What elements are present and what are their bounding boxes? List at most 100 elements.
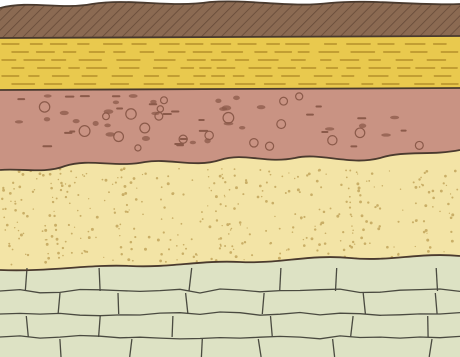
- sand-grain: [225, 205, 227, 207]
- sand-grain: [285, 192, 287, 194]
- sand-grain: [69, 202, 71, 204]
- sand-grain: [345, 201, 347, 203]
- sand-grain: [130, 248, 132, 250]
- sand-grain: [62, 255, 64, 257]
- sand-grain: [422, 184, 424, 186]
- sand-grain: [222, 174, 223, 175]
- sand-grain: [294, 178, 295, 179]
- sand-grain: [350, 246, 353, 249]
- loam-grain: [44, 117, 50, 121]
- sand-grain: [359, 194, 361, 196]
- sand-grain: [4, 208, 6, 210]
- sand-grain: [210, 190, 212, 192]
- sand-grain: [9, 192, 12, 195]
- sand-grain: [160, 198, 162, 200]
- sand-grain: [343, 249, 346, 252]
- sand-grain: [1, 198, 3, 200]
- sand-grain: [415, 246, 416, 247]
- sand-grain: [123, 167, 126, 170]
- sand-grain: [17, 222, 18, 223]
- sand-grain: [367, 201, 369, 203]
- sand-grain: [306, 174, 308, 176]
- sand-grain: [71, 252, 73, 254]
- sand-grain: [119, 223, 121, 225]
- bedrock-joint: [118, 293, 119, 314]
- loam-grain: [129, 94, 138, 98]
- sand-grain: [136, 188, 137, 189]
- sand-grain: [245, 179, 247, 181]
- sand-grain: [11, 264, 13, 266]
- sand-grain: [201, 211, 203, 213]
- loam-grain: [60, 111, 69, 115]
- sand-grain: [144, 172, 146, 174]
- sand-grain: [338, 213, 340, 215]
- sand-grain: [58, 257, 60, 259]
- sand-grain: [165, 261, 167, 263]
- loam-grain: [239, 126, 245, 129]
- sand-grain: [279, 228, 281, 230]
- sand-grain: [318, 170, 320, 172]
- sand-grain: [121, 253, 123, 255]
- sand-grain: [70, 170, 72, 172]
- sand-grain: [167, 175, 169, 177]
- sand-grain: [235, 186, 238, 189]
- sand-grain: [22, 212, 25, 215]
- sand-grain: [237, 203, 239, 205]
- sand-grain: [215, 210, 217, 212]
- sand-grain: [68, 185, 71, 188]
- sand-grain: [34, 189, 35, 190]
- sand-grain: [362, 228, 365, 231]
- loam-grain: [233, 96, 240, 101]
- sand-grain: [320, 186, 322, 188]
- sand-grain: [311, 237, 314, 240]
- sand-grain: [219, 247, 221, 249]
- sand-grain: [224, 181, 226, 183]
- sand-grain: [91, 228, 94, 231]
- sand-grain: [358, 186, 361, 189]
- sand-grain: [378, 225, 380, 227]
- layer-topsoil: [0, 1, 460, 38]
- sand-grain: [240, 224, 241, 225]
- sand-grain: [47, 257, 50, 260]
- sand-grain: [316, 180, 319, 183]
- sand-grain: [234, 168, 236, 170]
- sand-grain: [8, 243, 10, 245]
- sand-grain: [192, 179, 194, 181]
- sand-grain: [245, 181, 248, 184]
- loam-grain: [390, 116, 399, 120]
- sand-grain: [156, 177, 158, 179]
- sand-grain: [21, 173, 24, 176]
- sand-grain: [265, 230, 267, 232]
- sand-grain: [265, 200, 268, 203]
- sand-grain: [171, 192, 174, 195]
- sand-grain: [44, 225, 46, 227]
- sand-grain: [51, 235, 54, 238]
- sand-grain: [36, 178, 38, 180]
- sand-grain: [357, 173, 358, 174]
- sand-grain: [12, 182, 14, 184]
- sand-grain: [102, 179, 104, 181]
- sand-grain: [134, 236, 136, 238]
- sand-grain: [96, 216, 99, 219]
- sand-grain: [84, 250, 86, 252]
- sand-grain: [451, 213, 454, 216]
- loam-grain: [215, 99, 221, 103]
- sand-grain: [118, 228, 119, 229]
- sand-grain: [18, 230, 19, 231]
- sand-grain: [142, 213, 144, 215]
- sand-grain: [325, 173, 326, 174]
- sand-grain: [348, 188, 350, 190]
- sand-grain: [320, 223, 322, 225]
- sand-grain: [288, 190, 291, 193]
- sand-grain: [336, 215, 339, 218]
- sand-grain: [182, 252, 185, 255]
- loam-grain: [104, 109, 114, 114]
- sand-grain: [351, 225, 352, 226]
- sand-grain: [130, 241, 133, 244]
- sand-grain: [215, 195, 218, 198]
- loam-grain: [73, 119, 80, 123]
- sand-grain: [349, 202, 351, 204]
- sand-grain: [2, 189, 5, 192]
- sand-grain: [310, 193, 313, 196]
